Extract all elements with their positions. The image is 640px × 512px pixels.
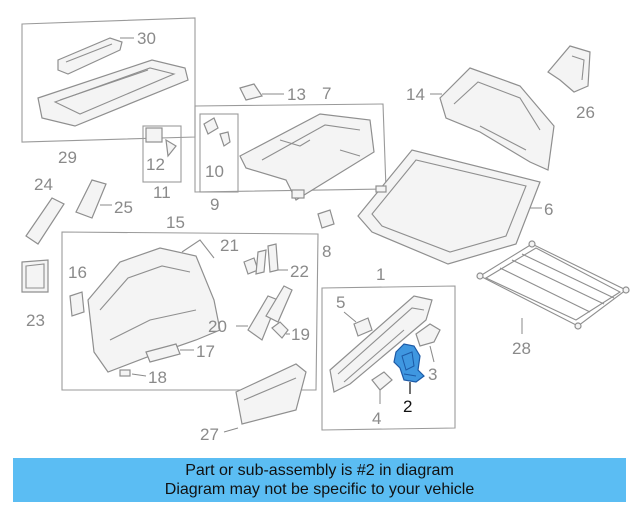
clip-8 <box>317 209 335 229</box>
clip-13 <box>239 83 263 101</box>
callout-25: 25 <box>114 198 133 217</box>
callout-2: 2 <box>403 397 412 416</box>
clip-21b <box>255 249 267 275</box>
callout-30: 30 <box>137 29 156 48</box>
banner-line-1: Part or sub-assembly is #2 in diagram <box>185 462 454 479</box>
bracket-26 <box>547 45 591 93</box>
shelf-trim-30 <box>57 37 123 75</box>
callout-1: 1 <box>376 265 385 284</box>
group-10-frame <box>199 113 239 193</box>
banner-line-2: Diagram may not be specific to your vehi… <box>164 481 475 498</box>
panel-24 <box>25 197 65 245</box>
group-11-frame <box>142 125 182 183</box>
callout-15: 15 <box>166 213 185 232</box>
side-panel-14 <box>439 67 555 171</box>
callout-14: 14 <box>406 85 425 104</box>
callout-7: 7 <box>322 84 331 103</box>
clip-12b <box>165 138 177 158</box>
info-banner: Part or sub-assembly is #2 in diagram Di… <box>13 458 626 502</box>
highlighted-part-2[interactable] <box>393 343 425 383</box>
callout-28: 28 <box>512 339 531 358</box>
callout-16: 16 <box>68 263 87 282</box>
part-group-7: 7 13 10 9 12 11 <box>142 83 387 214</box>
callout-26: 26 <box>576 103 595 122</box>
callout-12: 12 <box>146 155 165 174</box>
part-group-15: 15 16 17 18 21 22 20 19 <box>61 213 319 391</box>
panel-27 <box>235 363 307 425</box>
clip-18 <box>119 369 131 377</box>
callout-11: 11 <box>153 183 171 202</box>
callout-19: 19 <box>291 325 310 344</box>
part-group-1: 1 5 3 4 2 <box>321 265 456 431</box>
clip-10a <box>203 117 219 135</box>
panel-25 <box>75 179 107 219</box>
callout-22: 22 <box>290 262 309 281</box>
callout-3: 3 <box>428 365 437 384</box>
clip-12a <box>145 127 163 143</box>
callout-23: 23 <box>26 311 45 330</box>
clip-4 <box>371 371 393 391</box>
clip-22 <box>267 243 279 273</box>
trunk-trim-7 <box>239 113 375 201</box>
callout-27: 27 <box>200 425 219 444</box>
lamp-17 <box>145 343 181 363</box>
callout-9: 9 <box>210 195 219 214</box>
callout-13: 13 <box>287 85 306 104</box>
cargo-net-28 <box>476 240 630 330</box>
group-1-frame <box>321 285 456 431</box>
cover-23 <box>21 259 49 293</box>
clip-5 <box>353 317 373 337</box>
group-15-frame <box>61 231 319 391</box>
callout-29: 29 <box>58 148 77 167</box>
callout-10: 10 <box>205 162 224 181</box>
sill-plate-1 <box>329 295 433 393</box>
clip-3 <box>415 323 441 347</box>
callout-18: 18 <box>148 368 167 387</box>
callout-24: 24 <box>34 175 53 194</box>
bracket-20b <box>265 285 293 323</box>
callout-8: 8 <box>322 242 331 261</box>
callout-4: 4 <box>372 409 381 428</box>
callout-17: 17 <box>196 342 215 361</box>
part-group-29: 30 29 <box>21 17 196 167</box>
callout-5: 5 <box>336 293 345 312</box>
clip-19 <box>271 321 289 339</box>
clip-16 <box>69 291 85 317</box>
callout-21: 21 <box>220 236 239 255</box>
clip-10b <box>219 131 231 147</box>
callout-20: 20 <box>208 317 227 336</box>
side-trim-15 <box>87 247 221 373</box>
parcel-shelf-29 <box>37 59 189 127</box>
callout-6: 6 <box>544 200 553 219</box>
